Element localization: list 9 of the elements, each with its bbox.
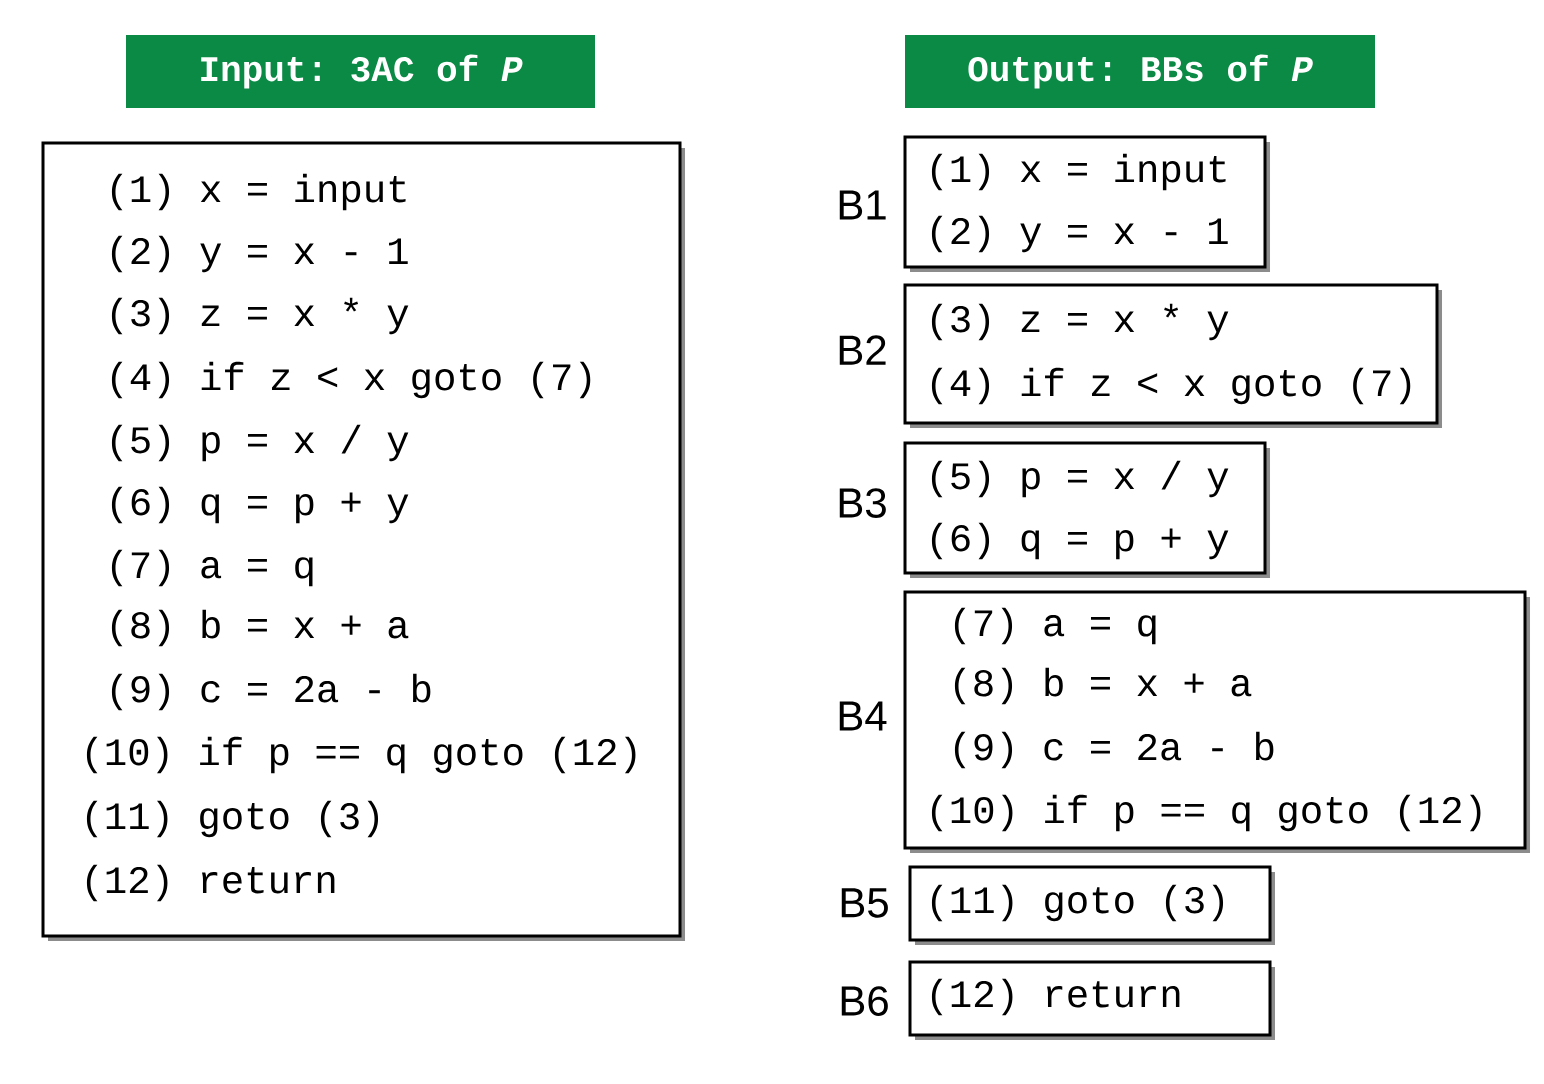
block-label: B1 (839, 190, 886, 220)
block-label: B3 (839, 488, 886, 518)
code-line: (11) goto (3) (931, 884, 1224, 922)
block-label: B4 (839, 701, 887, 731)
block-label: B2 (839, 335, 886, 365)
block-label: B5 (841, 888, 888, 918)
block-label: B6 (841, 986, 888, 1016)
header-banner: Output: BBs of P (905, 35, 1375, 108)
header-banner: Input: 3AC of P (126, 35, 595, 108)
